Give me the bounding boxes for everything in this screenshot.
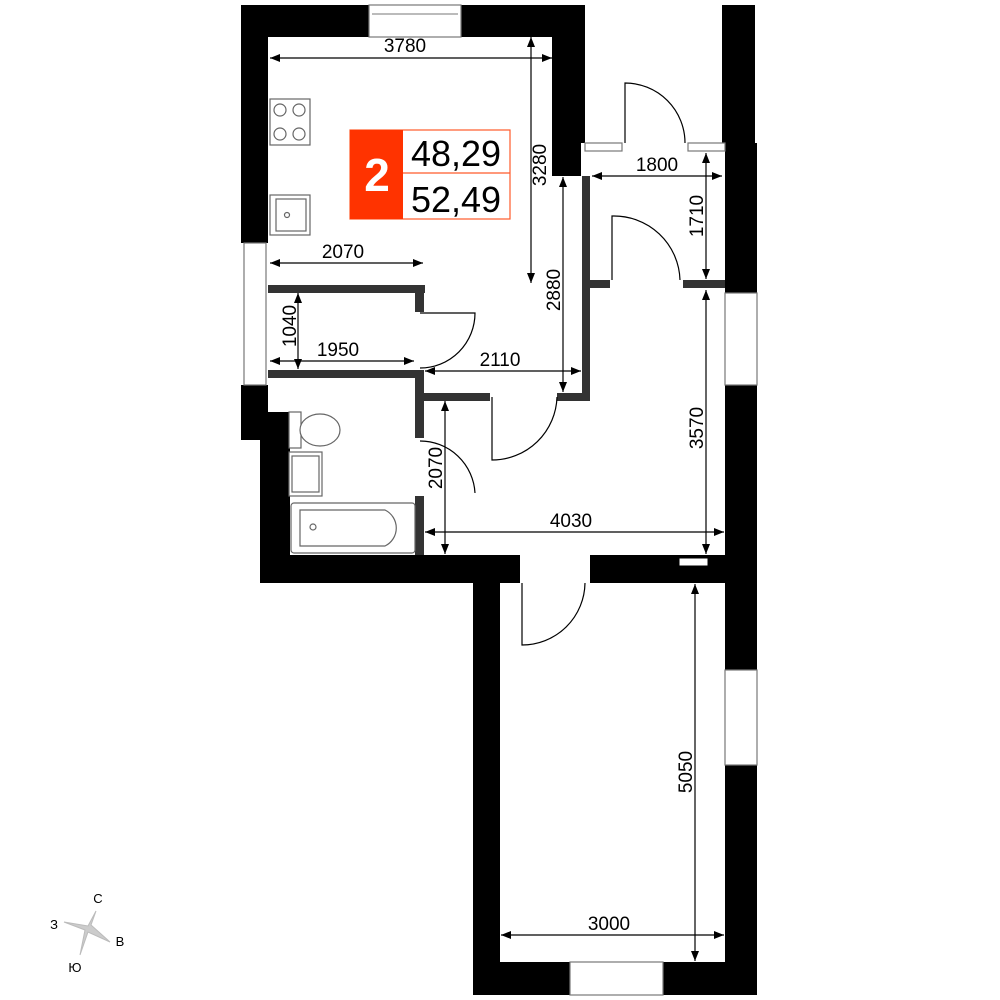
- bathtub-icon: [290, 502, 416, 554]
- dim-hall-width: 2110: [480, 350, 521, 371]
- dim-kitchen-width: 3780: [384, 36, 426, 57]
- dim-vestibule-depth: 1710: [687, 195, 708, 237]
- compass-south: Ю: [68, 960, 81, 975]
- toilet-icon: [288, 411, 341, 449]
- windows: [243, 4, 758, 996]
- dim-kitchen-depth: 3280: [530, 144, 551, 186]
- compass-east: В: [116, 934, 125, 949]
- compass-west: З: [50, 917, 58, 932]
- compass: С В Ю З: [50, 891, 124, 975]
- dim-room-width: 4030: [550, 511, 592, 532]
- doors: [419, 82, 686, 646]
- area-badge: 2 48,29 52,49: [349, 129, 511, 220]
- dim-room-depth: 3570: [687, 407, 708, 449]
- dim-corridor-length: 2880: [544, 269, 565, 311]
- fixtures: [269, 98, 416, 554]
- dim-closet-width: 1950: [317, 340, 359, 361]
- dim-bath-depth: 2070: [426, 447, 447, 489]
- compass-north: С: [93, 891, 102, 906]
- partitions: [268, 176, 725, 555]
- compass-star-icon: [63, 910, 111, 956]
- stove-icon: [269, 98, 311, 146]
- bathroom-sink-icon: [288, 451, 323, 497]
- dimension-lines: 3780 3280 2070 2880 1800 1710 1040 1950 …: [270, 36, 724, 961]
- dim-bedroom-depth: 5050: [676, 751, 697, 793]
- living-area: 48,29: [411, 133, 501, 174]
- total-area: 52,49: [411, 179, 501, 220]
- dim-closet-depth: 1040: [280, 305, 301, 347]
- dim-bedroom-width: 3000: [588, 914, 630, 935]
- rooms-count: 2: [364, 149, 390, 201]
- dim-kitchen-partial: 2070: [322, 242, 364, 263]
- dim-vestibule-width: 1800: [636, 155, 678, 176]
- kitchen-sink-icon: [269, 194, 311, 236]
